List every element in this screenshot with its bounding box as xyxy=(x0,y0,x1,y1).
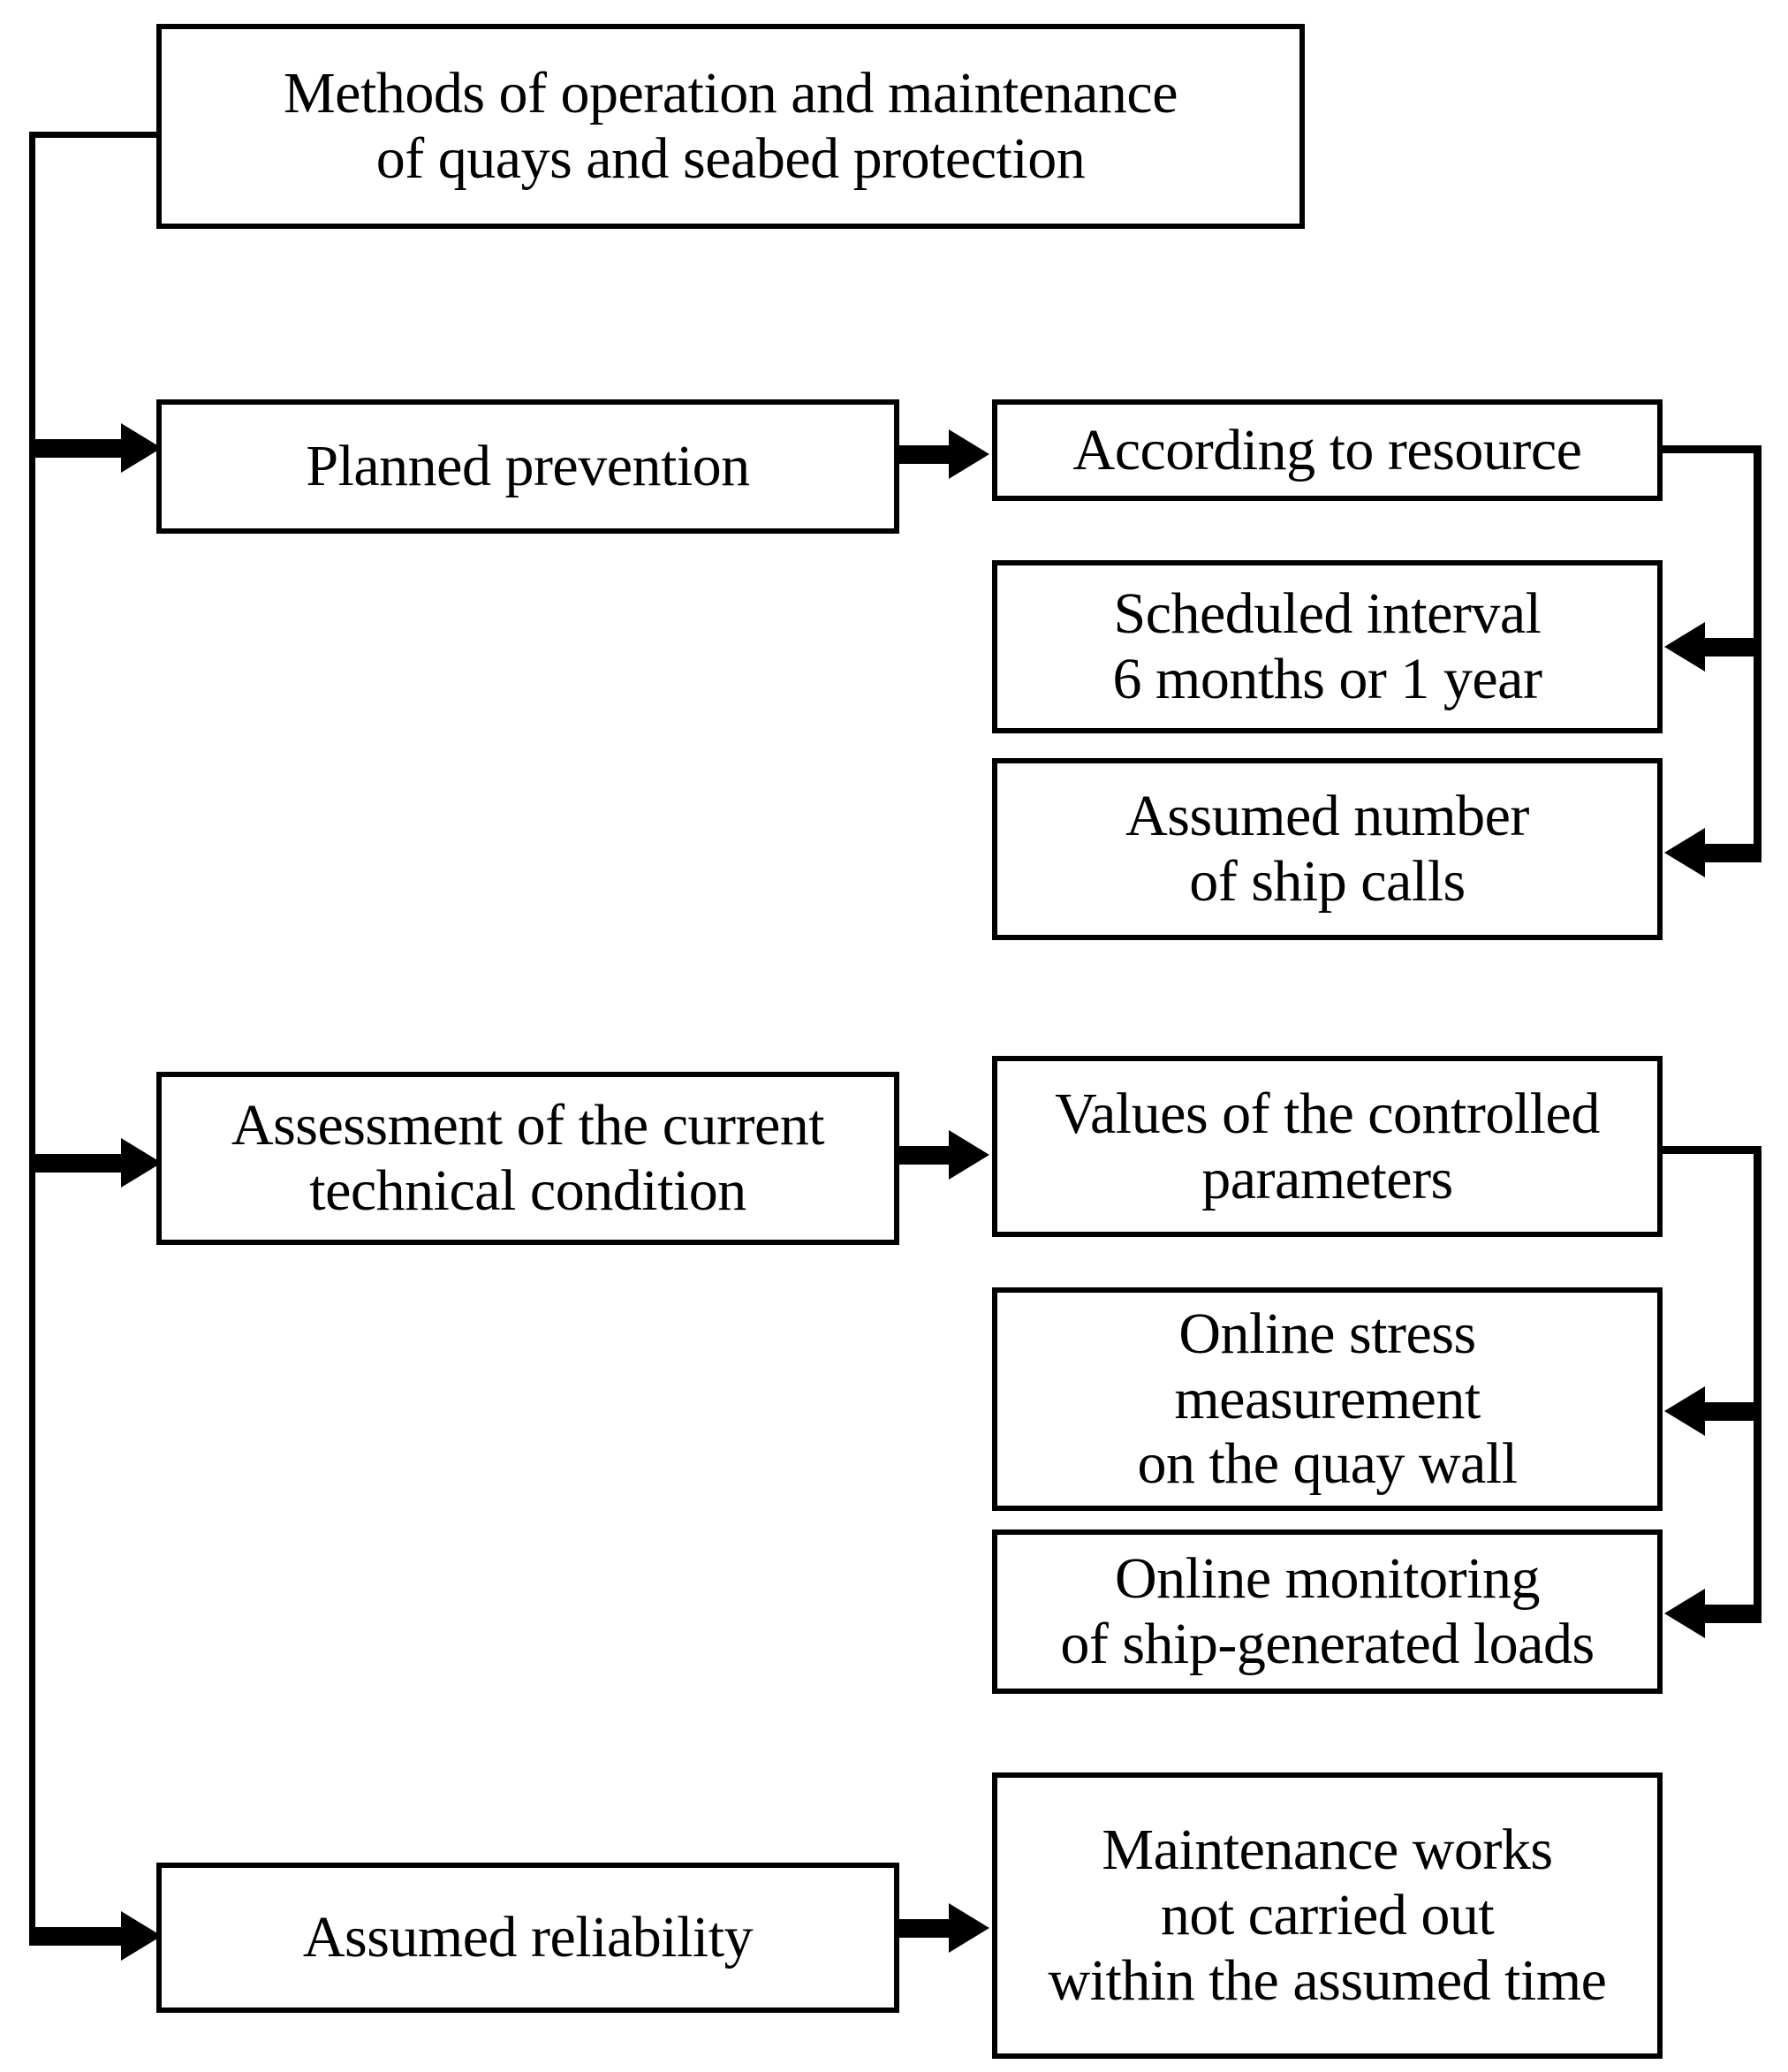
edge-resource-out-horizontal xyxy=(1657,445,1761,453)
node-assumed-reliability[interactable]: Assumed reliability xyxy=(156,1863,899,2013)
edge-to-scheduled-interval-horizontal xyxy=(1705,638,1761,657)
edge-to-scheduled-interval-arrowhead xyxy=(1664,622,1705,672)
edge-assessment-to-values-horizontal xyxy=(899,1146,952,1165)
edge-to-online-monitoring-arrowhead xyxy=(1664,1589,1705,1638)
root-spine-vertical xyxy=(29,132,35,1936)
edge-root-to-assessment-arrowhead xyxy=(121,1138,162,1188)
node-root-label: Methods of operation and maintenance of … xyxy=(284,61,1178,191)
edge-to-online-stress-arrowhead xyxy=(1664,1386,1705,1436)
node-online-stress-measurement-label: Online stress measurement on the quay wa… xyxy=(1137,1301,1518,1497)
edge-to-ship-calls-arrowhead xyxy=(1664,828,1705,877)
node-according-to-resource-label: According to resource xyxy=(1072,417,1582,482)
node-assessment-technical-condition-label: Assessment of the current technical cond… xyxy=(231,1093,825,1223)
node-values-controlled-parameters-label: Values of the controlled parameters xyxy=(1055,1081,1600,1211)
edge-assessment-to-values-arrowhead xyxy=(949,1130,989,1180)
edge-to-ship-calls-horizontal xyxy=(1705,844,1761,862)
edge-reliability-to-maintenance-horizontal xyxy=(899,1919,952,1938)
node-assumed-ship-calls-label: Assumed number of ship calls xyxy=(1125,784,1529,914)
node-assessment-technical-condition[interactable]: Assessment of the current technical cond… xyxy=(156,1072,899,1245)
edge-planned-to-resource-arrowhead xyxy=(949,429,989,479)
node-according-to-resource[interactable]: According to resource xyxy=(992,399,1663,501)
edge-root-to-planned-horizontal xyxy=(29,439,126,458)
node-assumed-ship-calls[interactable]: Assumed number of ship calls xyxy=(992,758,1663,940)
assessment-return-spine-vertical xyxy=(1754,1146,1761,1613)
node-online-monitoring-loads[interactable]: Online monitoring of ship-generated load… xyxy=(992,1529,1663,1694)
node-scheduled-interval[interactable]: Scheduled interval 6 months or 1 year xyxy=(992,560,1663,733)
edge-to-online-stress-horizontal xyxy=(1705,1402,1761,1421)
node-values-controlled-parameters[interactable]: Values of the controlled parameters xyxy=(992,1056,1663,1237)
node-planned-prevention[interactable]: Planned prevention xyxy=(156,399,899,534)
node-maintenance-works-not-carried-out-label: Maintenance works not carried out within… xyxy=(1048,1818,1607,2013)
edge-root-to-assessment-horizontal xyxy=(29,1154,126,1173)
node-maintenance-works-not-carried-out[interactable]: Maintenance works not carried out within… xyxy=(992,1772,1663,2059)
edge-root-to-planned-arrowhead xyxy=(121,423,162,473)
node-online-stress-measurement[interactable]: Online stress measurement on the quay wa… xyxy=(992,1287,1663,1511)
edge-values-out-horizontal xyxy=(1657,1146,1761,1154)
edge-planned-to-resource-horizontal xyxy=(899,445,952,464)
edge-root-to-spine-horizontal xyxy=(29,132,162,138)
edge-reliability-to-maintenance-arrowhead xyxy=(949,1903,989,1953)
edge-to-online-monitoring-horizontal xyxy=(1705,1605,1761,1623)
edge-root-to-reliability-arrowhead xyxy=(121,1911,162,1961)
node-root[interactable]: Methods of operation and maintenance of … xyxy=(156,24,1305,229)
node-planned-prevention-label: Planned prevention xyxy=(306,434,750,499)
node-online-monitoring-loads-label: Online monitoring of ship-generated load… xyxy=(1060,1546,1595,1676)
node-scheduled-interval-label: Scheduled interval 6 months or 1 year xyxy=(1112,581,1542,711)
node-assumed-reliability-label: Assumed reliability xyxy=(302,1905,754,1970)
edge-root-to-reliability-horizontal xyxy=(29,1927,126,1946)
